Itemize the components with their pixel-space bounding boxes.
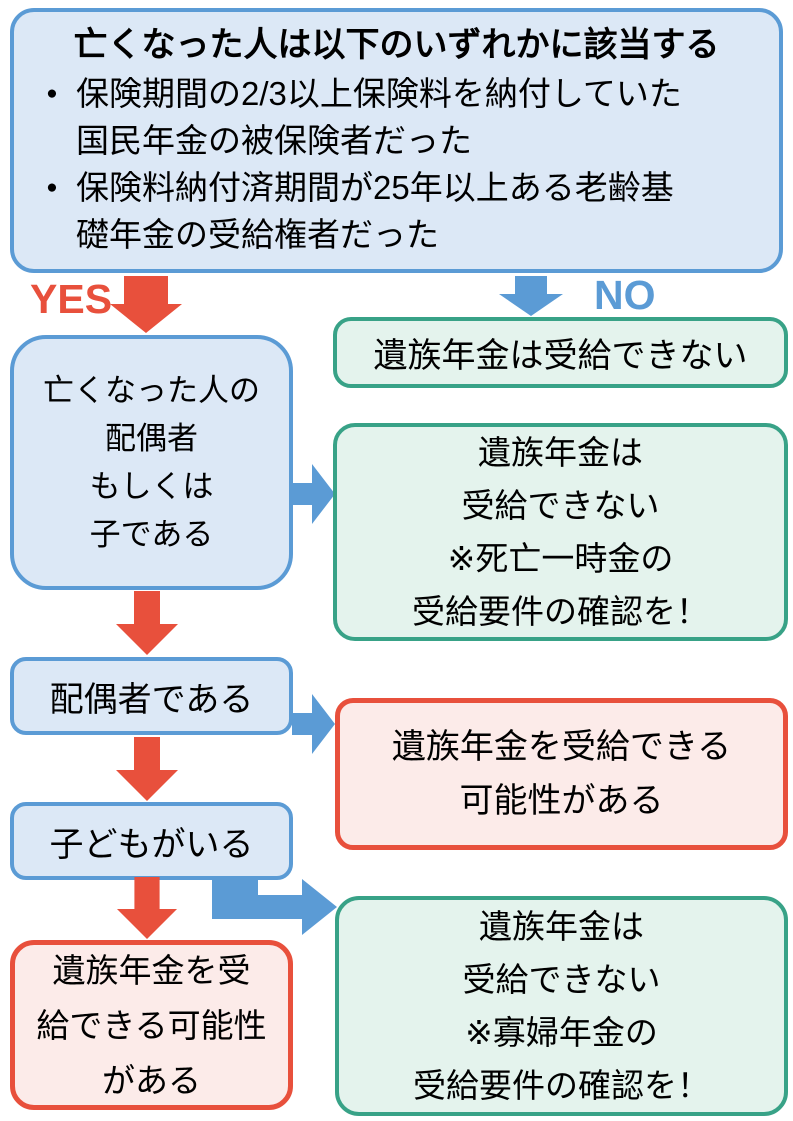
condition-bullet-1: ● 保険期間の2/3以上保険料を納付していた 国民年金の被保険者だった <box>28 70 765 164</box>
no-arrow-down-icon <box>499 276 563 316</box>
bullet-2-line-1: 保険料納付済期間が25年以上ある老齢基 <box>76 169 674 206</box>
spouse-arrow-right-icon <box>292 694 335 754</box>
widow-pension-check-box: 遺族年金は 受給できない ※寡婦年金の 受給要件の確認を！ <box>335 896 788 1116</box>
flowchart-title: 亡くなった人は以下のいずれかに該当する <box>73 26 720 64</box>
child-no-elbow-arrow-icon <box>212 876 337 935</box>
bullet-1-line-1: 保険期間の2/3以上保険料を納付していた <box>76 75 682 112</box>
arrow-down-to-result-icon <box>116 877 178 939</box>
yes-arrow-down-icon <box>110 276 182 333</box>
no-label: NO <box>594 272 656 318</box>
death-grant-check-box: 遺族年金は 受給できない ※死亡一時金の 受給要件の確認を！ <box>333 423 788 641</box>
bullet-1-line-2: 国民年金の被保険者だった <box>76 122 472 159</box>
condition-bullet-2: ● 保険料納付済期間が25年以上ある老齢基 礎年金の受給権者だった <box>28 164 765 258</box>
bullet-2-line-2: 礎年金の受給権者だった <box>76 216 439 253</box>
arrow-down-to-child-icon <box>116 737 178 801</box>
bullet-icon: ● <box>46 83 58 104</box>
arrow-down-to-spouse-icon <box>116 591 178 655</box>
relation-condition-box: 亡くなった人の 配偶者 もしくは 子である <box>10 335 293 590</box>
no-pension-box: 遺族年金は受給できない <box>333 317 788 388</box>
deceased-condition-box: 亡くなった人は以下のいずれかに該当する ● 保険期間の2/3以上保険料を納付して… <box>10 8 783 273</box>
yes-label: YES <box>30 276 113 322</box>
child-condition-box: 子どもがいる <box>10 802 293 880</box>
relation-no-arrow-right-icon <box>292 464 335 524</box>
child-eligible-box: 遺族年金を受 給できる可能性 がある <box>10 940 293 1110</box>
spouse-condition-box: 配偶者である <box>10 657 293 735</box>
bullet-icon: ● <box>46 177 58 198</box>
spouse-eligible-box: 遺族年金を受給できる 可能性がある <box>335 698 788 850</box>
